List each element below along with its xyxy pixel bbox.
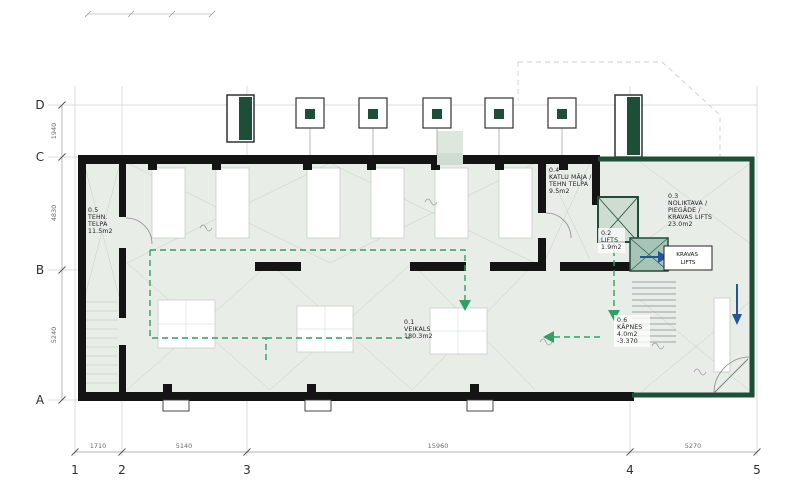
walls <box>78 155 634 401</box>
room-label-chip-lifts <box>598 228 625 253</box>
dim-bottom-1: 5140 <box>176 442 193 450</box>
room-label-tehn-telpa: 0.5 TEHN. TELPA 11.5m2 <box>87 207 113 235</box>
dimension-ticks <box>58 101 761 456</box>
entrance-vestibule <box>437 131 463 157</box>
kravas-lifts-label: KRAVAS LIFTS <box>676 252 699 266</box>
escape-arrow-left-icon <box>543 331 554 343</box>
dimension-labels-bottom: 1710 5140 15960 5270 <box>90 442 702 450</box>
green-annex-outline <box>598 156 755 398</box>
escape-arrow-down-icon <box>459 300 471 311</box>
grid-row-label-d: D <box>35 98 44 112</box>
dim-bottom-3: 5270 <box>685 442 702 450</box>
roof-windows <box>226 94 643 158</box>
top-dimension-ticks <box>84 10 216 18</box>
door-swings <box>125 212 751 394</box>
dim-left-1: 4830 <box>50 205 58 222</box>
skylight-mullions <box>158 300 487 354</box>
chimney-right <box>627 97 640 155</box>
freight-arrow-down-icon <box>732 314 742 325</box>
grid-col-label-1: 1 <box>71 463 79 477</box>
room-label-veikals: 0.1 VEIKALS 180.3m2 <box>404 319 433 340</box>
room-label-katlu-maja: 0.4 KATLU MĀJA / TEHN TELPA 9.5m2 <box>548 167 594 195</box>
top-wall-opening <box>437 153 463 165</box>
ramp-strip <box>713 297 731 373</box>
escape-routes <box>149 240 615 364</box>
grid-col-label-2: 2 <box>118 463 126 477</box>
grid-col-labels: 1 2 3 4 5 <box>71 463 761 477</box>
room-label-noliktava: 0.3 NOLIKTAVA / PIEGĀDE / KRAVAS LIFTS 2… <box>668 193 714 228</box>
grid-row-labels: D C B A <box>35 98 45 407</box>
bottom-pilasters <box>162 399 494 412</box>
grid-col-label-5: 5 <box>753 463 761 477</box>
room-labels: 0.5 TEHN. TELPA 11.5m2 0.1 VEIKALS 180.3… <box>87 167 714 347</box>
dim-left-2: 5240 <box>50 327 58 344</box>
fixture-marks <box>199 198 707 376</box>
dimension-lines <box>61 105 757 453</box>
grid-row-label-b: B <box>36 263 44 277</box>
room-label-chip-kapnes <box>614 315 650 347</box>
grid-row-label-c: C <box>36 150 44 164</box>
dim-left-0: 1940 <box>50 123 58 140</box>
floor-area <box>82 158 755 396</box>
grid-col-label-3: 3 <box>243 463 251 477</box>
kravas-lifts-box <box>663 245 713 271</box>
dim-bottom-0: 1710 <box>90 442 107 450</box>
chimney-left <box>239 97 252 140</box>
grid-col-label-4: 4 <box>626 463 634 477</box>
dim-bottom-2: 15960 <box>428 442 449 450</box>
room-label-lifts: 0.2 LIFTS 1.9m2 <box>601 230 622 251</box>
grid-row-label-a: A <box>36 393 45 407</box>
roof-dashed-outline <box>517 61 721 157</box>
left-stair-hatch <box>84 301 118 384</box>
freight-arrow-right-icon <box>658 251 668 263</box>
freight-arrows <box>640 251 742 325</box>
dimension-labels-left: 1940 4830 5240 <box>50 123 58 344</box>
room-label-kapnes: 0.6 KĀPNES 4.0m2 -3.370 <box>617 317 645 345</box>
